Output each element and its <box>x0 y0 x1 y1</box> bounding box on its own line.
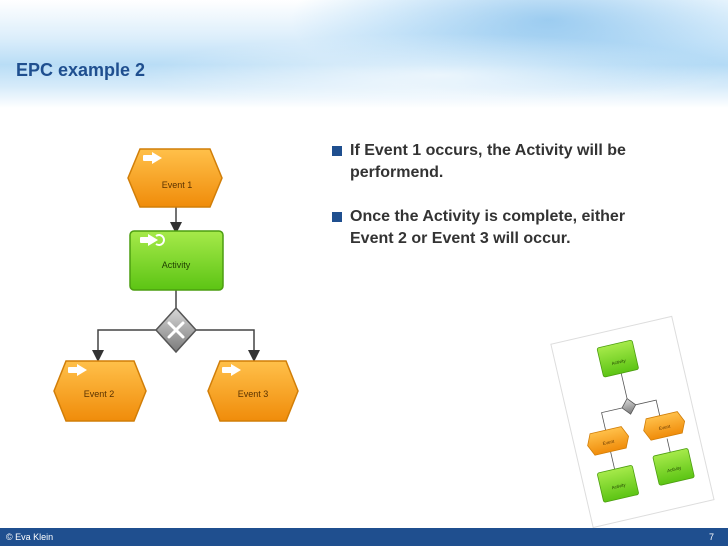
slide-title: EPC example 2 <box>16 60 146 80</box>
thumbnail-event-right: Event <box>643 411 686 441</box>
event-arrow-icon <box>222 364 241 376</box>
event-3-label: Event 3 <box>238 389 269 399</box>
bullet-item: If Event 1 occurs, the Activity will be … <box>330 140 670 184</box>
footer-copyright: © Eva Klein <box>6 532 54 542</box>
xor-cross-icon <box>167 321 185 339</box>
header-banner <box>0 0 728 108</box>
thumbnail-activity-bottom-left: Activity <box>597 465 639 503</box>
thumbnail-xor <box>621 397 637 415</box>
event-1-node: Event 1 <box>127 148 223 208</box>
activity-label: Activity <box>162 260 191 270</box>
event-arrow-icon <box>68 364 87 376</box>
connectors <box>92 207 260 362</box>
function-arrow-icon <box>140 234 165 246</box>
event-1-label: Event 1 <box>162 180 193 190</box>
thumbnail-activity-top: Activity <box>596 339 639 378</box>
event-3-node: Event 3 <box>207 360 299 422</box>
thumbnail-event-left: Event <box>587 426 629 456</box>
bullet-square-icon <box>332 212 342 222</box>
svg-text:Activity: Activity <box>611 358 627 366</box>
bullet-item: Once the Activity is complete, either Ev… <box>330 206 670 250</box>
bullet-text: If Event 1 occurs, the Activity will be … <box>350 142 626 181</box>
svg-text:Event: Event <box>658 423 671 431</box>
event-2-node: Event 2 <box>53 360 147 422</box>
thumbnail-activity-bottom-right: Activity <box>652 448 695 486</box>
page-number: 7 <box>708 532 714 542</box>
activity-node: Activity <box>129 230 224 291</box>
bullet-square-icon <box>332 146 342 156</box>
epc-thumbnail: Activity Event Event Activity Activity <box>550 315 715 529</box>
svg-text:Activity: Activity <box>667 465 683 473</box>
event-2-label: Event 2 <box>84 389 115 399</box>
event-arrow-icon <box>143 152 162 164</box>
bullet-list: If Event 1 occurs, the Activity will be … <box>330 140 670 272</box>
bullet-text: Once the Activity is complete, either Ev… <box>350 208 626 247</box>
header-glow <box>120 30 728 108</box>
svg-text:Event: Event <box>602 438 615 446</box>
svg-text:Activity: Activity <box>611 482 627 490</box>
footer-bar: © Eva Klein 7 <box>0 528 728 546</box>
xor-connector <box>154 306 198 354</box>
